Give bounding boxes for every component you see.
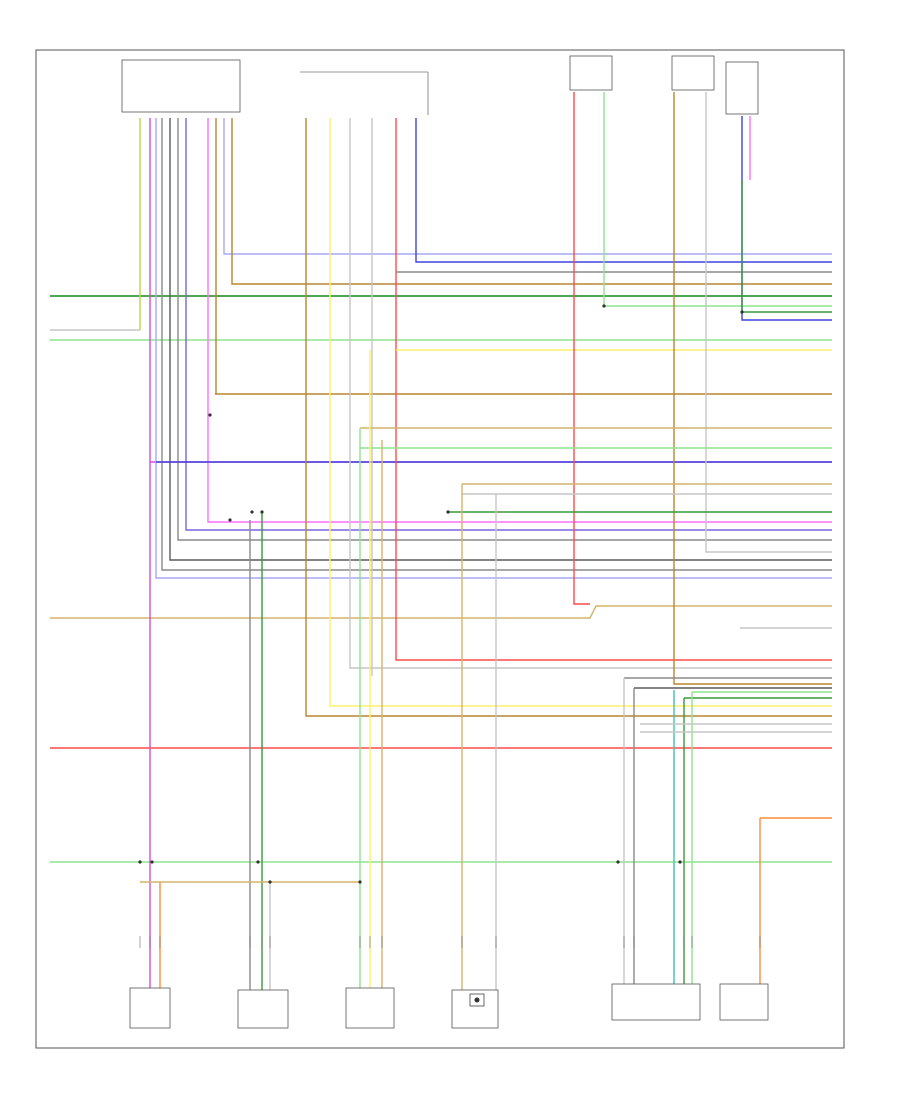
oil-level-sensor bbox=[725, 61, 759, 115]
wire-splice bbox=[616, 860, 620, 864]
fuel-injector-connector bbox=[611, 983, 701, 1021]
diagram-frame bbox=[35, 49, 845, 1049]
vts-exhaust-gray bbox=[705, 92, 832, 553]
wire-splice bbox=[208, 413, 212, 417]
ecm-wire-5 bbox=[169, 118, 832, 561]
bus-tan-1 bbox=[50, 605, 832, 619]
valve-timing-solenoid-intake bbox=[569, 55, 613, 91]
wire-splice bbox=[446, 510, 450, 514]
ecm-wire-11 bbox=[231, 118, 832, 285]
wire-splice bbox=[602, 304, 606, 308]
ecm-wire-7 bbox=[185, 118, 832, 531]
splice-layer bbox=[138, 304, 761, 948]
wire-splice bbox=[678, 860, 682, 864]
vts-intake-green bbox=[603, 92, 832, 307]
vts-intake-red bbox=[573, 92, 590, 605]
wire-splice bbox=[740, 310, 744, 314]
wire-splice bbox=[150, 860, 154, 864]
tb-brown bbox=[305, 118, 832, 717]
tb-light-gray bbox=[349, 118, 832, 669]
wire-splice bbox=[268, 880, 272, 884]
ecm-wire-8 bbox=[207, 118, 832, 523]
crankshaft-position-sensor bbox=[451, 989, 499, 1029]
ecm-wire-10 bbox=[223, 118, 832, 255]
tb-blue bbox=[415, 118, 832, 263]
wire-splice bbox=[138, 860, 142, 864]
tb-red bbox=[395, 118, 832, 661]
tb-yellow bbox=[329, 118, 832, 707]
ecm-wire-4 bbox=[161, 118, 832, 571]
engine-control-module-connector bbox=[121, 59, 241, 113]
sensor-left-bottom bbox=[129, 987, 171, 1029]
wire-splice bbox=[228, 518, 232, 522]
wire-splice bbox=[256, 860, 260, 864]
ecm-wire-3 bbox=[155, 118, 832, 579]
knock-sensor-bank-2 bbox=[345, 987, 395, 1029]
oil-pressure-switch bbox=[719, 983, 769, 1021]
wire-splice bbox=[250, 510, 254, 514]
wire-layer bbox=[50, 92, 832, 990]
ecm-wire-2 bbox=[149, 118, 832, 463]
ground-dot bbox=[474, 997, 480, 1003]
vts-exhaust-brown bbox=[673, 92, 832, 685]
knock-sensor-bank-1 bbox=[237, 989, 289, 1029]
ols-blue bbox=[741, 116, 832, 321]
ols-green bbox=[741, 180, 832, 313]
component-layer bbox=[121, 55, 769, 1029]
wire-splice bbox=[358, 880, 362, 884]
wire-splice bbox=[260, 510, 264, 514]
valve-timing-solenoid-exhaust bbox=[671, 55, 715, 91]
ecm-wire-6 bbox=[177, 118, 832, 541]
